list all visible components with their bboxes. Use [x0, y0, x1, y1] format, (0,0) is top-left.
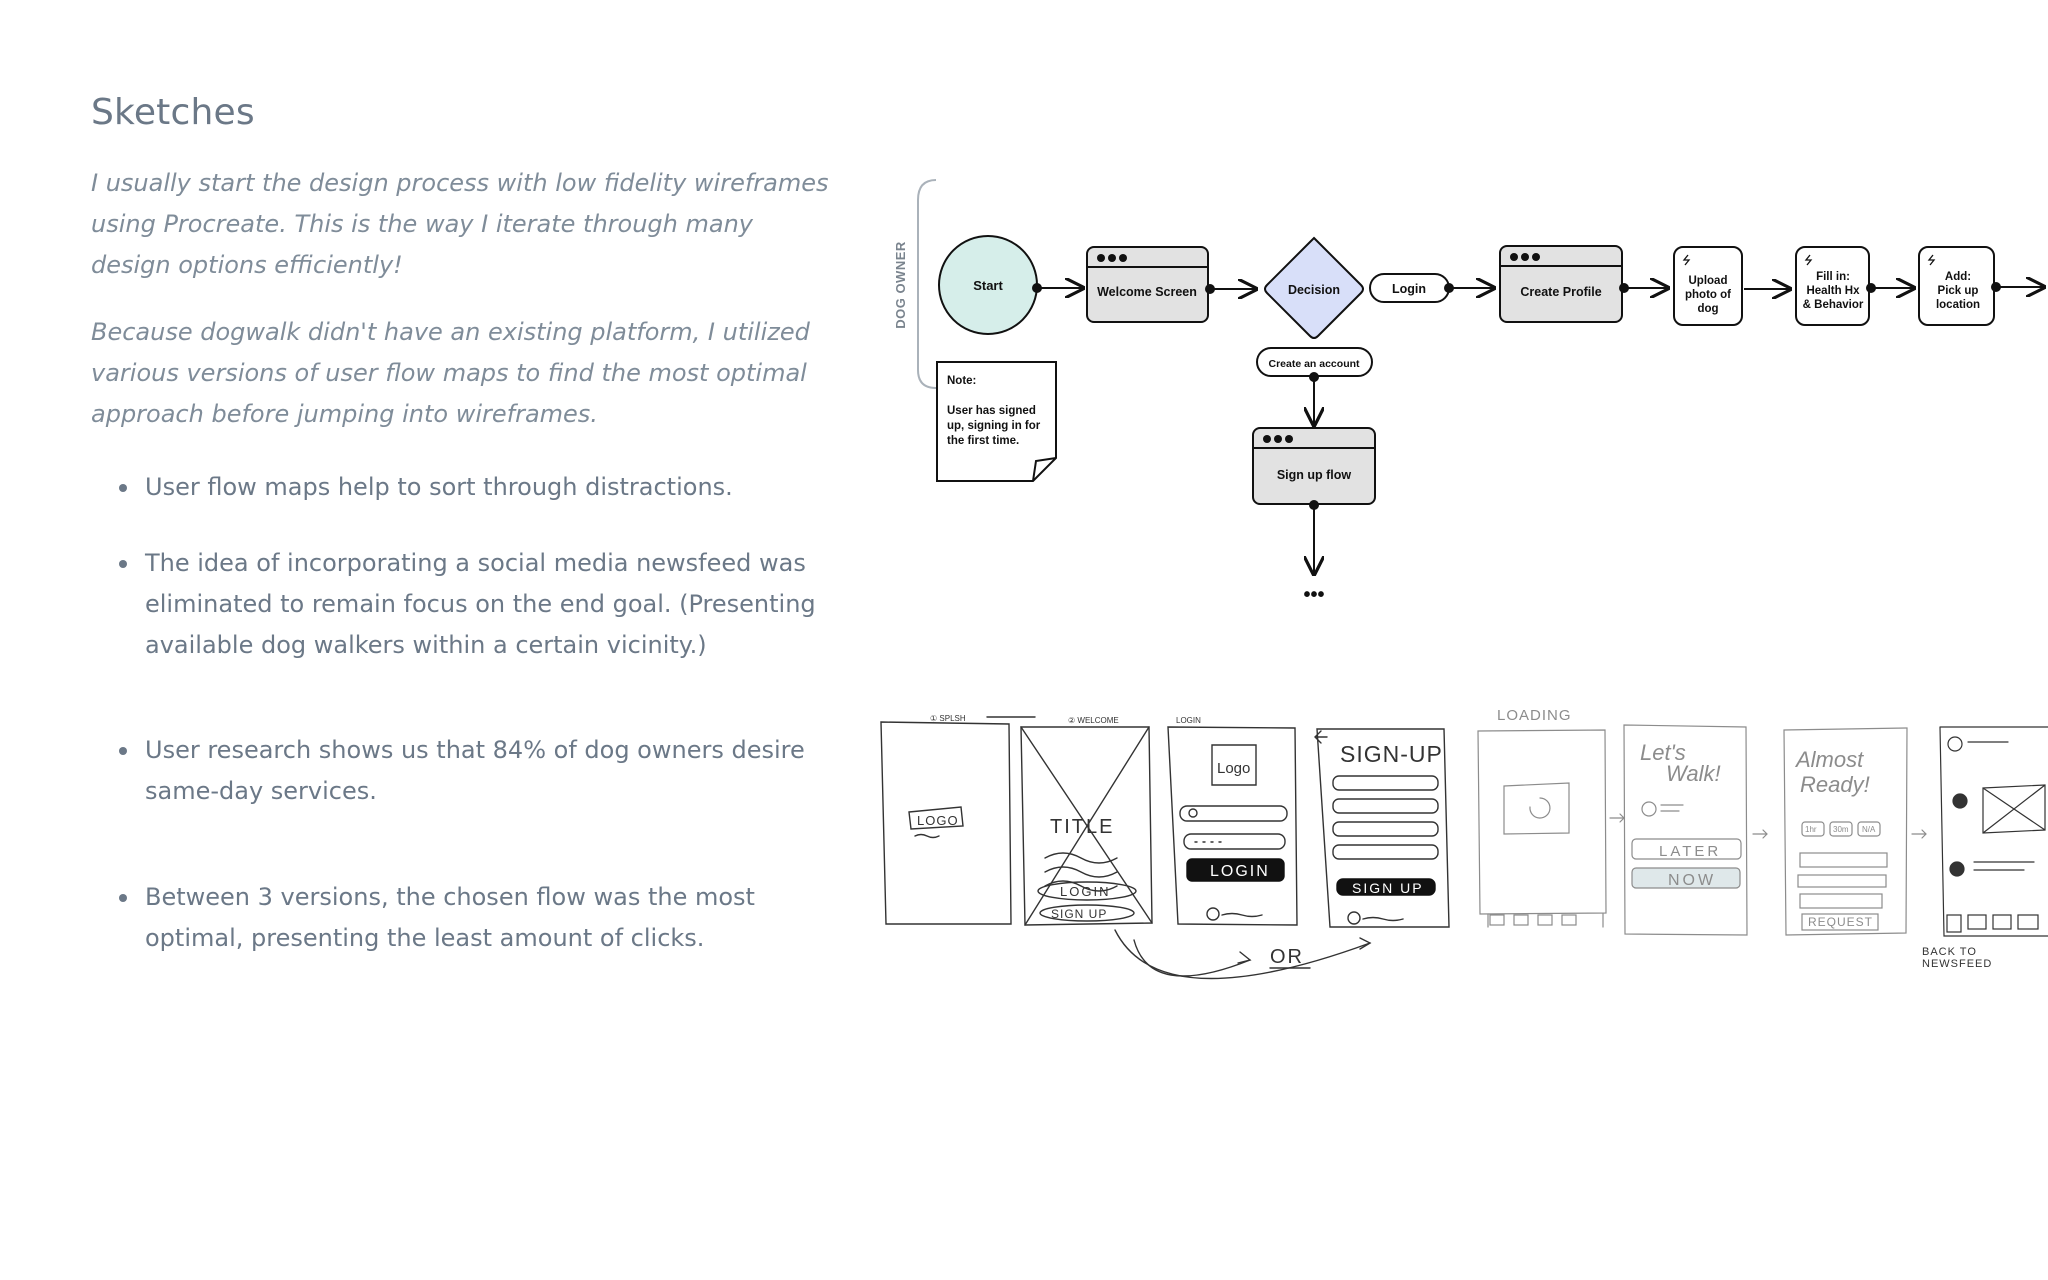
sketch-newsfeed-screen: BACK TO NEWSFEED — [1922, 726, 2048, 970]
welcome-label: Welcome Screen — [1097, 285, 1197, 299]
bullet-text: Between 3 versions, the chosen flow was … — [145, 883, 755, 952]
svg-text:Upload: Upload — [1689, 275, 1728, 287]
wireframe-sketches: ① SPLSH LOGO ② WELCOME TITLE LOGIN SIGN … — [880, 707, 2048, 980]
intro-paragraph-2: Because dogwalk didn't have an existing … — [91, 318, 810, 428]
svg-text:Health Hx: Health Hx — [1806, 285, 1860, 297]
bullet-dot-icon — [119, 484, 127, 492]
create-profile-node: Create Profile — [1499, 245, 1623, 323]
bolt-icon — [1927, 254, 1936, 266]
list-item: User flow maps help to sort through dist… — [91, 467, 831, 508]
svg-text:Let's: Let's — [1640, 740, 1686, 765]
section-title: Sketches — [91, 92, 255, 133]
svg-text:LOADING: LOADING — [1497, 707, 1572, 724]
svg-text:Pick up: Pick up — [1938, 285, 1979, 297]
svg-text:photo of: photo of — [1685, 289, 1731, 301]
upload-photo-node: Upload photo of dog — [1673, 246, 1743, 326]
swimlane-bracket — [917, 179, 937, 389]
decision-label: Decision — [1288, 283, 1340, 297]
svg-text:NEWSFEED: NEWSFEED — [1922, 958, 1992, 970]
bolt-icon — [1804, 254, 1813, 266]
svg-text:dog: dog — [1697, 303, 1718, 315]
sketch-almost-ready-screen: Almost Ready! 1hr 30m N/A REQUEST — [1783, 727, 1927, 936]
svg-text:② WELCOME: ② WELCOME — [1068, 716, 1119, 725]
signup-flow-label: Sign up flow — [1277, 468, 1352, 482]
bullet-dot-icon — [119, 747, 127, 755]
create-account-label: Create an account — [1268, 358, 1360, 370]
intro-section: Sketches I usually start the design proc… — [91, 92, 831, 461]
sketch-login-screen: LOGIN Logo LOGIN — [1167, 716, 1298, 926]
bolt-icon — [1682, 254, 1691, 266]
svg-text:User has signed: User has signed — [947, 405, 1036, 417]
svg-text:REQUEST: REQUEST — [1808, 915, 1873, 929]
signup-flow-node: Sign up flow — [1252, 427, 1376, 505]
decision-node — [1264, 236, 1364, 339]
svg-text:Walk!: Walk! — [1666, 761, 1721, 786]
svg-text:N/A: N/A — [1862, 825, 1876, 834]
svg-text:TITLE: TITLE — [1050, 816, 1114, 838]
sketch-loading-screen: LOADING — [1477, 707, 1625, 928]
svg-text:Ready!: Ready! — [1800, 772, 1870, 797]
svg-text:LOGIN: LOGIN — [1060, 884, 1110, 899]
svg-text:SIGN UP: SIGN UP — [1051, 907, 1107, 921]
svg-text:& Behavior: & Behavior — [1803, 299, 1864, 311]
svg-text:location: location — [1936, 299, 1980, 311]
svg-text:OR: OR — [1270, 946, 1304, 968]
list-item: User research shows us that 84% of dog o… — [91, 730, 831, 812]
svg-text:SIGN UP: SIGN UP — [1352, 880, 1424, 896]
note-card: Note: User has signed up, signing in for… — [936, 361, 1057, 482]
svg-text:BACK TO: BACK TO — [1922, 946, 1977, 958]
login-label: Login — [1392, 282, 1426, 296]
list-item: The idea of incorporating a social media… — [91, 543, 831, 666]
sketch-lets-walk-screen: Let's Walk! LATER NOW — [1623, 724, 1768, 936]
lane-label: DOG OWNER — [893, 241, 908, 329]
add-location-node: Add: Pick up location — [1918, 246, 1995, 326]
svg-text:Logo: Logo — [1217, 760, 1250, 777]
svg-text:1hr: 1hr — [1805, 825, 1817, 834]
bullet-text: User research shows us that 84% of dog o… — [145, 736, 805, 805]
intro-paragraph-1: I usually start the design process with … — [91, 169, 829, 279]
sketch-splash-screen: ① SPLSH LOGO — [880, 714, 1036, 925]
svg-text:the first time.: the first time. — [947, 435, 1019, 447]
welcome-screen-node: Welcome Screen — [1086, 246, 1209, 323]
svg-text:Note:: Note: — [947, 375, 976, 387]
svg-text:① SPLSH: ① SPLSH — [930, 714, 966, 723]
sketch-signup-screen: SIGN-UP SIGN UP — [1314, 728, 1450, 928]
svg-text:LOGO: LOGO — [917, 813, 959, 828]
svg-text:SIGN-UP: SIGN-UP — [1340, 741, 1443, 767]
start-label: Start — [973, 278, 1003, 293]
svg-text:Almost: Almost — [1794, 747, 1864, 772]
sketch-welcome-screen: ② WELCOME TITLE LOGIN SIGN UP — [1020, 716, 1153, 926]
fill-in-node: Fill in: Health Hx & Behavior — [1795, 246, 1870, 326]
bullet-text: User flow maps help to sort through dist… — [145, 473, 733, 501]
user-flow-diagram: DOG OWNER Start Welcome Screen Decision … — [893, 179, 2048, 606]
create-profile-label: Create Profile — [1520, 285, 1601, 299]
svg-text:LOGIN: LOGIN — [1176, 716, 1201, 725]
svg-text:LOGIN: LOGIN — [1210, 863, 1270, 880]
svg-text:NOW: NOW — [1668, 872, 1716, 889]
bullet-text: The idea of incorporating a social media… — [145, 549, 816, 659]
list-item: Between 3 versions, the chosen flow was … — [91, 877, 831, 959]
svg-text:up, signing in for: up, signing in for — [947, 420, 1041, 432]
svg-text:Add:: Add: — [1945, 271, 1971, 283]
svg-text:30m: 30m — [1833, 825, 1849, 834]
flow-continues-ellipsis: ••• — [1303, 584, 1324, 606]
bullet-dot-icon — [119, 894, 127, 902]
sketch-or-connector: OR — [1114, 929, 1372, 980]
svg-text:Fill in:: Fill in: — [1816, 271, 1850, 283]
svg-text:LATER: LATER — [1659, 843, 1721, 860]
bullet-dot-icon — [119, 560, 127, 568]
